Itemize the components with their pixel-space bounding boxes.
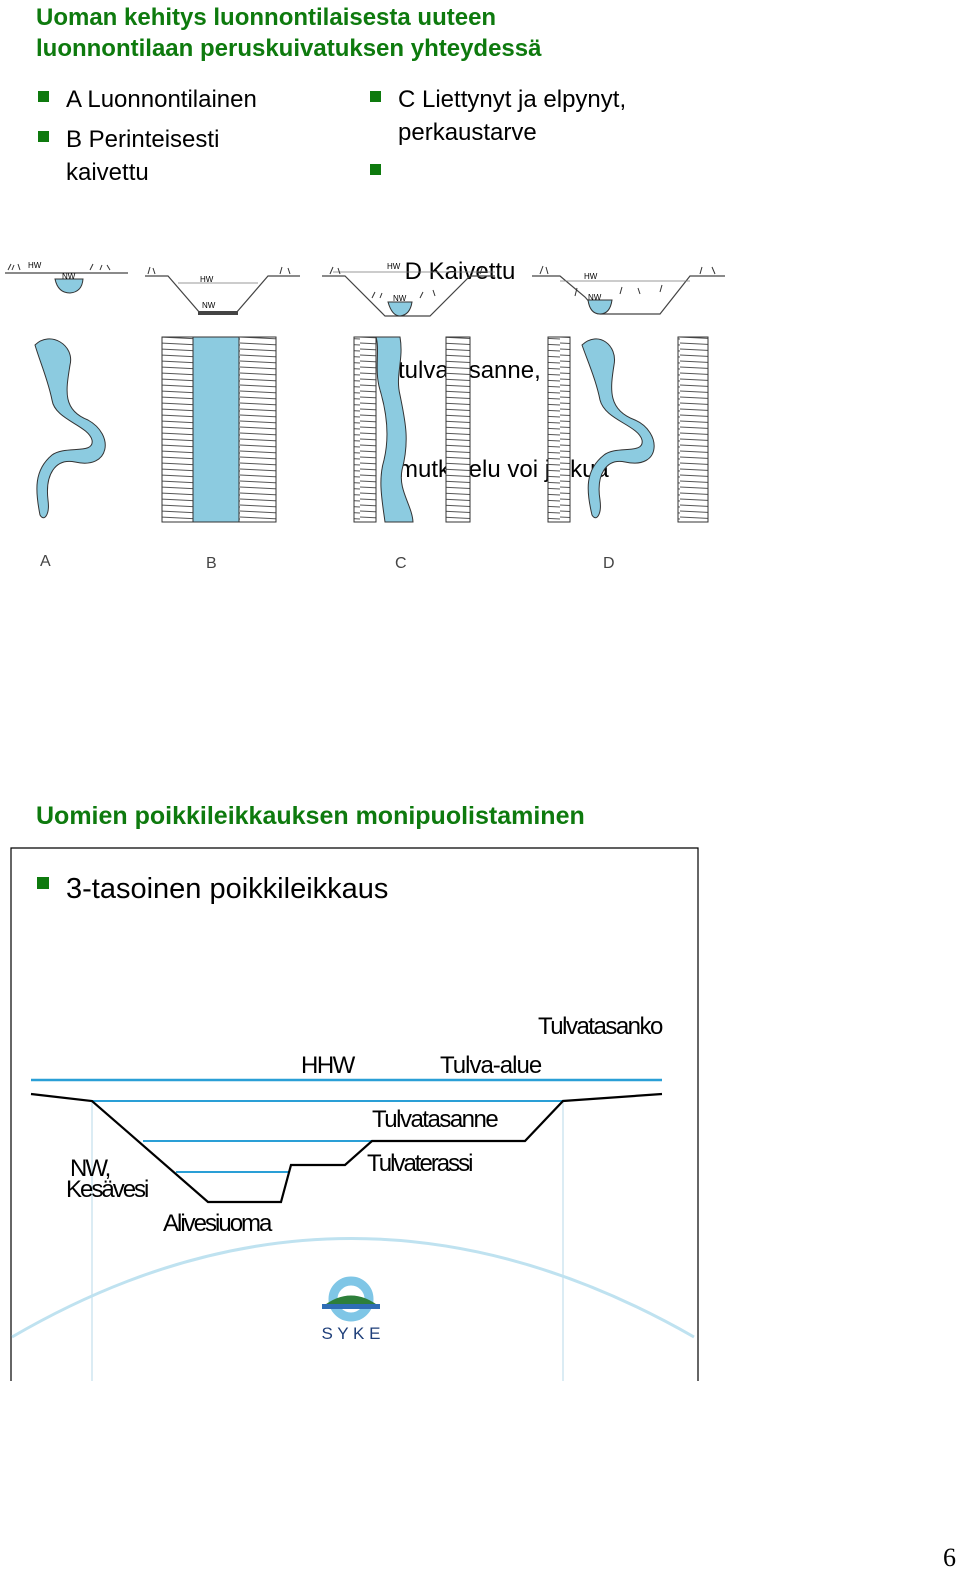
- bullet-square-icon: [38, 131, 49, 142]
- panel-letter-d: D: [603, 555, 615, 572]
- label-nw: NW,: [70, 1155, 110, 1182]
- slide2-title: Uomien poikkileikkauksen monipuolistamin…: [36, 802, 585, 830]
- channel-plan-b: [192, 336, 240, 523]
- bullet-d-line1: D Kaivettu: [398, 258, 516, 285]
- bullet-b: B Perinteisesti kaivettu: [38, 123, 220, 189]
- bullet-c-line1: C Liettynyt ja elpynyt,: [398, 86, 627, 113]
- channel-plan-c: [375, 336, 414, 523]
- syke-logo: S Y K E: [322, 1276, 381, 1343]
- panel-letter-a: A: [40, 553, 51, 570]
- nw-label: NW: [588, 293, 602, 302]
- slide2-bullet: 3-tasoinen poikkileikkaus: [37, 872, 389, 906]
- channel-evolution-figure: HW NW HW NW HW NW HW NW A: [5, 261, 725, 572]
- cross-section-c: HW NW: [322, 262, 495, 317]
- channel-plan-d: [581, 338, 655, 519]
- slide1-title-line2: luonnontilaan peruskuivatuksen yhteydess…: [36, 35, 542, 62]
- page-number: 6: [943, 1543, 956, 1572]
- bullet-square-icon: [37, 877, 49, 889]
- hw-label: HW: [28, 261, 42, 270]
- horizon-arc: [11, 1237, 695, 1339]
- hw-label: HW: [387, 262, 401, 271]
- bullet-square-icon: [370, 164, 381, 175]
- channel-plan-a: [34, 338, 106, 519]
- label-tulva-alue: Tulva-alue: [440, 1052, 542, 1079]
- hw-label: HW: [200, 275, 214, 284]
- bullet-square-icon: [370, 91, 381, 102]
- bullet-a: A Luonnontilainen: [38, 83, 257, 116]
- bullet-a-text: A Luonnontilainen: [66, 86, 257, 113]
- nw-label: NW: [202, 301, 216, 310]
- slide1-title: Uoman kehitys luonnontilaisesta uuteen l…: [36, 2, 736, 64]
- label-tulvatasanne: Tulvatasanne: [372, 1106, 498, 1133]
- syke-logo-text: S Y K E: [322, 1324, 381, 1343]
- channel-profile: [30, 1092, 663, 1204]
- slide2-frame: [10, 847, 699, 1381]
- bullet-b-line1: B Perinteisesti: [66, 126, 220, 153]
- cross-section-a: HW NW: [5, 261, 128, 294]
- cross-section-b: HW NW: [145, 266, 300, 315]
- slide2-bullet-text: 3-tasoinen poikkileikkaus: [66, 873, 389, 905]
- nw-label: NW: [393, 294, 407, 303]
- bullet-square-icon: [38, 91, 49, 102]
- hw-label: HW: [584, 272, 598, 281]
- cross-section-d: HW NW: [532, 265, 725, 315]
- label-tulvaterassi: Tulvaterassi: [367, 1150, 472, 1177]
- label-hhw: HHW: [301, 1052, 356, 1079]
- label-kesavesi: Kesävesi: [66, 1176, 148, 1203]
- nw-label: NW: [62, 272, 76, 281]
- bullet-b-line2: kaivettu: [66, 159, 149, 186]
- slide1-title-line1: Uoman kehitys luonnontilaisesta uuteen: [36, 4, 497, 31]
- label-alivesiuoma: Alivesiuoma: [163, 1210, 273, 1237]
- bullet-c: C Liettynyt ja elpynyt, perkaustarve: [370, 83, 627, 149]
- panel-letter-c: C: [395, 555, 407, 572]
- label-tulvatasanko: Tulvatasanko: [538, 1013, 663, 1040]
- panel-letter-b: B: [206, 555, 217, 572]
- bullet-c-line2: perkaustarve: [398, 119, 537, 146]
